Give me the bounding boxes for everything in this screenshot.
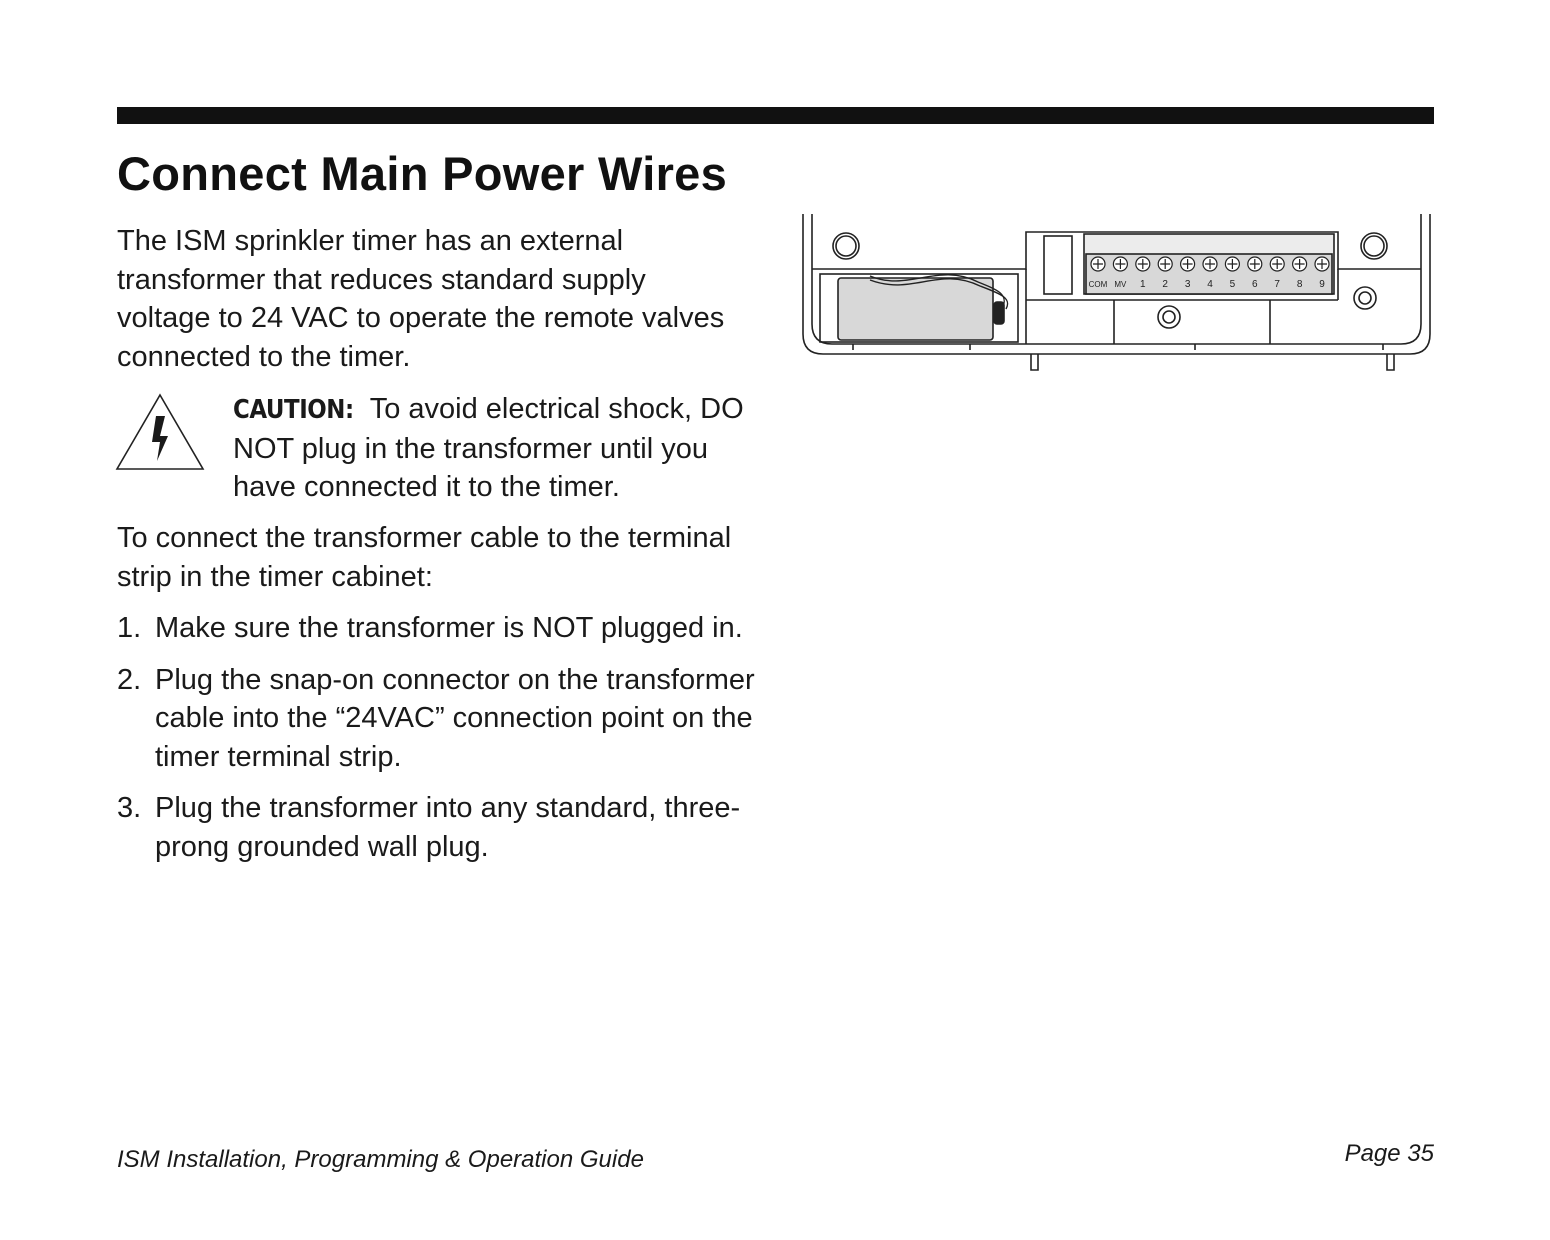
caution-body: To avoid electrical shock, DO NOT plug i… — [233, 393, 744, 503]
step-text: Make sure the transformer is NOT plugged… — [155, 612, 743, 644]
intro-paragraph: The ISM sprinkler timer has an external … — [117, 225, 725, 373]
terminal-screw-slot — [1272, 259, 1283, 269]
terminal-label: 5 — [1230, 279, 1236, 290]
electrical-hazard-icon — [115, 393, 205, 470]
steps-list: 1. Make sure the transformer is NOT plug… — [117, 609, 757, 879]
terminal-screw-slot — [1227, 259, 1238, 269]
caution-note: CAUTION: To avoid electrical shock, DO N… — [233, 390, 753, 507]
terminal-screw-slot — [1115, 259, 1126, 269]
footer-guide-title: ISM Installation, Programming & Operatio… — [117, 1146, 644, 1173]
caution-label: CAUTION: — [233, 395, 354, 425]
terminal-screws — [1090, 256, 1330, 272]
terminal-label: MV — [1114, 280, 1127, 289]
step-text: Plug the transformer into any standard, … — [155, 792, 741, 863]
step-number: 2. — [117, 663, 142, 696]
terminal-label: 2 — [1162, 279, 1168, 290]
page-title: Connect Main Power Wires — [117, 147, 728, 200]
footer-page-number: Page 35 — [1344, 1140, 1434, 1167]
terminal-screw-slot — [1205, 259, 1215, 269]
terminal-screw-slot — [1249, 259, 1260, 269]
terminal-label: 8 — [1297, 279, 1303, 290]
step-number: 1. — [117, 612, 142, 644]
step-number: 3. — [117, 792, 142, 824]
terminal-screw-slot — [1160, 259, 1171, 269]
header-rule — [117, 107, 1434, 124]
terminal-label: 7 — [1274, 279, 1280, 290]
terminal-label: 1 — [1140, 279, 1146, 290]
terminal-screw-slot — [1137, 259, 1148, 269]
terminal-screw-slot — [1182, 259, 1193, 269]
terminal-label: 9 — [1319, 279, 1325, 290]
step-item: 2. Plug the snap-on connector on the tra… — [117, 661, 757, 777]
terminal-screw-slot — [1294, 259, 1305, 269]
step-item: 1. Make sure the transformer is NOT plug… — [117, 609, 757, 648]
step-item: 3. Plug the transformer into any standar… — [117, 789, 757, 866]
timer-cabinet-diagram: COM MV 1 2 3 4 5 6 7 8 9 — [802, 214, 1431, 371]
terminal-screw-slot — [1093, 259, 1103, 269]
terminal-label: 3 — [1185, 279, 1191, 290]
terminal-screw-slot — [1317, 259, 1327, 269]
terminal-label: COM — [1089, 280, 1108, 289]
terminal-label: 4 — [1207, 279, 1213, 290]
step-text: Plug the snap-on connector on the transf… — [155, 663, 755, 773]
connect-instructions-intro: To connect the transformer cable to the … — [117, 522, 732, 593]
terminal-label: 6 — [1252, 279, 1258, 290]
terminal-labels: COM MV 1 2 3 4 5 6 7 8 9 — [1089, 279, 1326, 290]
